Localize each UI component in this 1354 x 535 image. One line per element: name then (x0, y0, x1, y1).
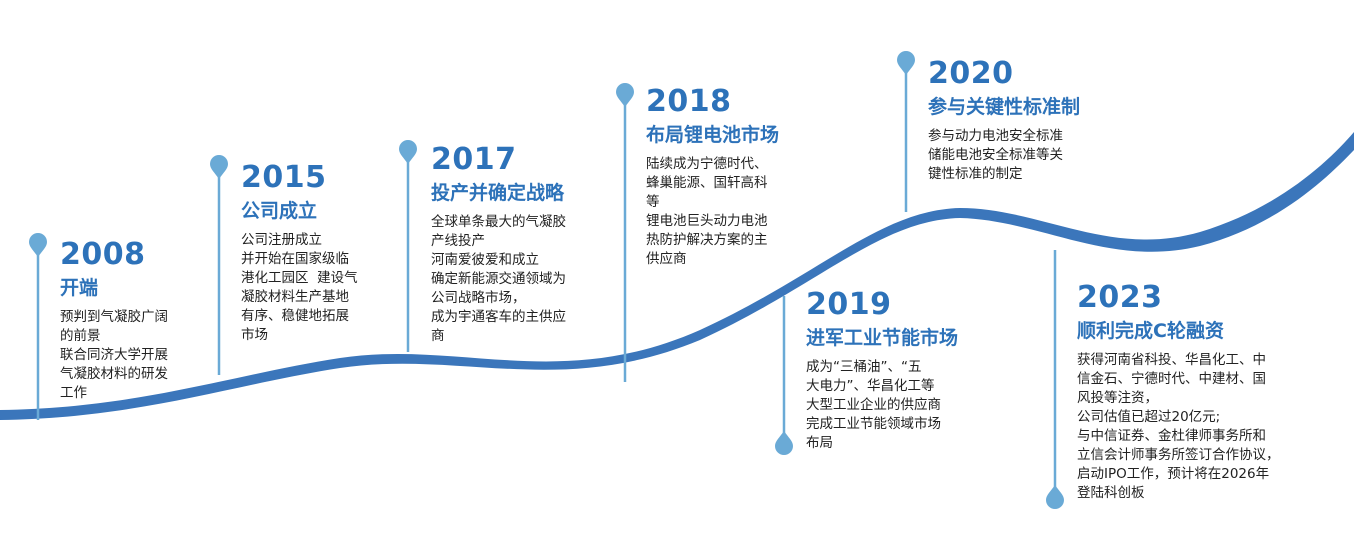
pin-2023-icon (1046, 485, 1064, 509)
desc-line: 启动IPO工作，预计将在2026年 (1077, 466, 1270, 482)
desc-line: 等 (646, 194, 660, 210)
milestone-year: 2008 (60, 237, 146, 272)
desc-line: 公司估值已超过20亿元; (1077, 409, 1221, 425)
milestone-year: 2017 (431, 142, 517, 177)
milestone-description: 获得河南省科投、华昌化工、中 信金石、宁德时代、中建材、国 风投等注资， 公司估… (1077, 351, 1327, 503)
desc-line: 与中信证券、金杜律师事务所和 (1077, 428, 1266, 444)
desc-line: 联合同济大学开展 (60, 347, 168, 363)
desc-line: 锂电池巨头动力电池 (646, 213, 768, 229)
milestone-year: 2018 (646, 84, 732, 119)
pin-2017-icon (399, 140, 417, 164)
milestone-heading: 投产并确定战略 (431, 182, 565, 204)
desc-line: 并开始在国家级临 (241, 251, 349, 267)
pin-2018-icon (616, 83, 634, 107)
desc-line: 河南爱彼爱和成立 (431, 252, 539, 268)
desc-line: 登陆科创板 (1077, 485, 1145, 501)
milestone-2023: 2023 顺利完成C轮融资 获得河南省科投、华昌化工、中 信金石、宁德时代、中建… (1077, 281, 1327, 503)
pin-2020-icon (897, 51, 915, 75)
desc-line: 工作 (60, 385, 87, 401)
milestone-year: 2023 (1077, 280, 1163, 315)
desc-line: 商 (431, 328, 445, 344)
milestone-description: 公司注册成立 并开始在国家级临 港化工园区 建设气 凝胶材料生产基地 有序、稳健… (241, 231, 401, 345)
desc-line: 大电力”、华昌化工等 (806, 378, 935, 394)
desc-line: 成为宇通客车的主供应 (431, 309, 566, 325)
desc-line: 气凝胶材料的研发 (60, 366, 168, 382)
desc-line: 公司战略市场， (431, 290, 526, 306)
milestone-description: 陆续成为宁德时代、 蜂巢能源、国轩高科 等 锂电池巨头动力电池 热防护解决方案的… (646, 155, 811, 269)
desc-line: 风投等注资， (1077, 390, 1158, 406)
milestone-2018: 2018 布局锂电池市场 陆续成为宁德时代、 蜂巢能源、国轩高科 等 锂电池巨头… (646, 85, 811, 269)
milestone-heading: 进军工业节能市场 (806, 327, 959, 349)
desc-line: 信金石、宁德时代、中建材、国 (1077, 371, 1266, 387)
desc-line: 的前景 (60, 328, 101, 344)
milestone-description: 预判到气凝胶广阔 的前景 联合同济大学开展 气凝胶材料的研发 工作 (60, 308, 210, 403)
pin-2015-icon (210, 155, 228, 179)
desc-line: 凝胶材料生产基地 (241, 289, 349, 305)
milestone-2020: 2020 参与关键性标准制 参与动力电池安全标准 储能电池安全标准等关 键性标准… (928, 57, 1118, 184)
desc-line: 港化工园区 建设气 (241, 270, 358, 286)
desc-line: 成为“三桶油”、“五 (806, 359, 922, 375)
pin-2008-icon (29, 233, 47, 257)
desc-line: 热防护解决方案的主 (646, 232, 768, 248)
desc-line: 公司注册成立 (241, 232, 322, 248)
desc-line: 布局 (806, 435, 833, 451)
desc-line: 陆续成为宁德时代、 (646, 156, 768, 172)
milestone-year: 2015 (241, 160, 327, 195)
milestone-heading: 布局锂电池市场 (646, 124, 780, 146)
desc-line: 参与动力电池安全标准 (928, 128, 1063, 144)
desc-line: 全球单条最大的气凝胶 (431, 214, 566, 230)
desc-line: 大型工业企业的供应商 (806, 397, 941, 413)
desc-line: 储能电池安全标准等关 (928, 147, 1063, 163)
milestone-description: 参与动力电池安全标准 储能电池安全标准等关 键性标准的制定 (928, 127, 1118, 184)
desc-line: 预判到气凝胶广阔 (60, 309, 168, 325)
milestone-heading: 开端 (60, 277, 99, 299)
desc-line: 供应商 (646, 251, 687, 267)
desc-line: 蜂巢能源、国轩高科 (646, 175, 768, 191)
pin-2019-icon (775, 431, 793, 455)
milestone-2019: 2019 进军工业节能市场 成为“三桶油”、“五 大电力”、华昌化工等 大型工业… (806, 288, 996, 453)
desc-line: 确定新能源交通领域为 (431, 271, 566, 287)
milestone-year: 2019 (806, 287, 892, 322)
milestone-heading: 顺利完成C轮融资 (1077, 320, 1224, 342)
desc-line: 立信会计师事务所签订合作协议， (1077, 447, 1280, 463)
milestone-heading: 参与关键性标准制 (928, 96, 1081, 118)
milestone-description: 成为“三桶油”、“五 大电力”、华昌化工等 大型工业企业的供应商 完成工业节能领… (806, 358, 996, 453)
milestone-2008: 2008 开端 预判到气凝胶广阔 的前景 联合同济大学开展 气凝胶材料的研发 工… (60, 238, 210, 403)
desc-line: 完成工业节能领域市场 (806, 416, 941, 432)
milestone-year: 2020 (928, 56, 1014, 91)
milestone-heading: 公司成立 (241, 200, 318, 222)
milestone-2017: 2017 投产并确定战略 全球单条最大的气凝胶 产线投产 河南爱彼爱和成立 确定… (431, 143, 611, 346)
desc-line: 获得河南省科投、华昌化工、中 (1077, 352, 1266, 368)
desc-line: 产线投产 (431, 233, 485, 249)
desc-line: 有序、稳健地拓展 (241, 308, 349, 324)
desc-line: 市场 (241, 327, 268, 343)
desc-line: 键性标准的制定 (928, 166, 1023, 182)
milestone-2015: 2015 公司成立 公司注册成立 并开始在国家级临 港化工园区 建设气 凝胶材料… (241, 161, 401, 345)
milestone-description: 全球单条最大的气凝胶 产线投产 河南爱彼爱和成立 确定新能源交通领域为 公司战略… (431, 213, 611, 346)
